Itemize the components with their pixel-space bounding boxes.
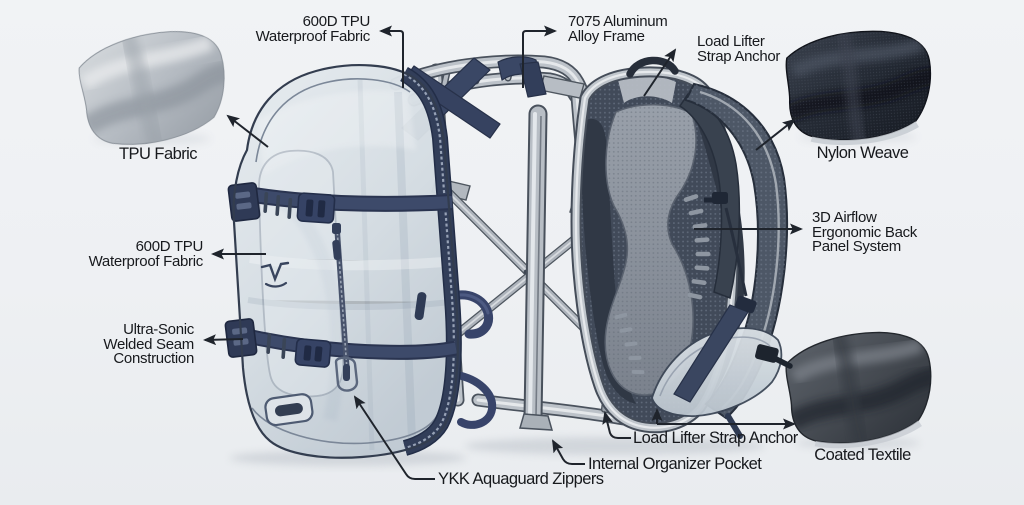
- vent-slats: [614, 194, 711, 375]
- callout-ykk-zippers: YKK Aquaguard Zippers: [438, 470, 604, 488]
- callout-line: Waterproof Fabric: [255, 27, 371, 45]
- connector-ultrasonic: [203, 334, 244, 346]
- callout-line: YKK Aquaguard Zippers: [438, 470, 604, 488]
- swatch-label-tpu-fabric: TPU Fabric: [88, 145, 228, 163]
- connector-7075-frame: [522, 25, 557, 88]
- callout-line: Waterproof Fabric: [88, 252, 204, 270]
- connector-load-lifter-top: [643, 48, 677, 97]
- tpu-fabric-swatch: [73, 21, 235, 154]
- callout-load-lifter-top: Load Lifter Strap Anchor: [697, 33, 781, 65]
- callout-line: Coated Textile: [814, 446, 911, 464]
- sternum-buckle: [712, 192, 728, 204]
- callout-line: Construction: [113, 350, 194, 367]
- callout-line: 600D TPU: [135, 238, 204, 255]
- connector-internal-organizer: [552, 439, 585, 465]
- callout-line: 3D Airflow: [812, 209, 877, 226]
- callout-line: Load Lifter Strap Anchor: [633, 429, 798, 447]
- translucency-ghosts: [247, 79, 451, 451]
- callout-7075-aluminum: 7075 Aluminum Alloy Frame: [568, 13, 668, 45]
- callout-line: Nylon Weave: [816, 144, 909, 162]
- connector-600d-tpu-top: [379, 25, 404, 88]
- bottom-tray: [651, 295, 793, 417]
- callout-line: Panel System: [812, 238, 901, 255]
- callout-line: Load Lifter: [697, 33, 765, 50]
- back-panel: [576, 56, 793, 439]
- callout-line: 7075 Aluminum: [568, 13, 668, 30]
- callout-line: 600D TPU: [302, 13, 371, 30]
- callout-line: Alloy Frame: [568, 27, 645, 45]
- compression-straps: [224, 182, 458, 368]
- front-vertical-zipper: [332, 223, 359, 392]
- callout-line: Ultra-Sonic: [123, 321, 194, 338]
- load-lifter-anchor-recess: [618, 75, 676, 103]
- post-foot: [519, 413, 554, 431]
- coated-textile-swatch: [781, 324, 939, 451]
- callout-line: TPU Fabric: [119, 145, 197, 163]
- aquaguard-main-zipper: [399, 66, 462, 456]
- callout-line: Ergonomic Back: [812, 223, 918, 241]
- callout-600d-tpu-top: 600D TPU Waterproof Fabric: [255, 13, 371, 45]
- callout-3d-airflow: 3D Airflow Ergonomic Back Panel System: [812, 209, 918, 255]
- connector-tpu-fabric: [226, 114, 269, 148]
- callout-load-lifter-bottom: Load Lifter Strap Anchor: [633, 429, 798, 447]
- callout-connectors: [203, 25, 803, 480]
- brand-logo: [260, 261, 290, 288]
- haul-handle: [626, 56, 679, 78]
- bottom-handle: [264, 393, 314, 427]
- swatch-label-nylon-weave: Nylon Weave: [792, 144, 933, 162]
- callout-line: Strap Anchor: [697, 47, 781, 65]
- swatch-label-coated-textile: Coated Textile: [792, 446, 933, 464]
- callout-600d-tpu-left: 600D TPU Waterproof Fabric: [88, 238, 204, 270]
- connector-nylon-weave: [755, 118, 796, 151]
- callout-ultrasonic-weld: Ultra-Sonic Welded Seam Construction: [103, 321, 194, 367]
- callout-line: Welded Seam: [103, 335, 194, 353]
- connector-ykk-zippers: [353, 395, 435, 480]
- nylon-weave-swatch: [783, 26, 936, 146]
- front-panel: [224, 64, 462, 459]
- connector-load-lifter-bottom-frame: [602, 411, 631, 439]
- strap-slits: [263, 192, 293, 359]
- callout-internal-organizer: Internal Organizer Pocket: [588, 455, 762, 473]
- callout-line: Internal Organizer Pocket: [588, 455, 762, 473]
